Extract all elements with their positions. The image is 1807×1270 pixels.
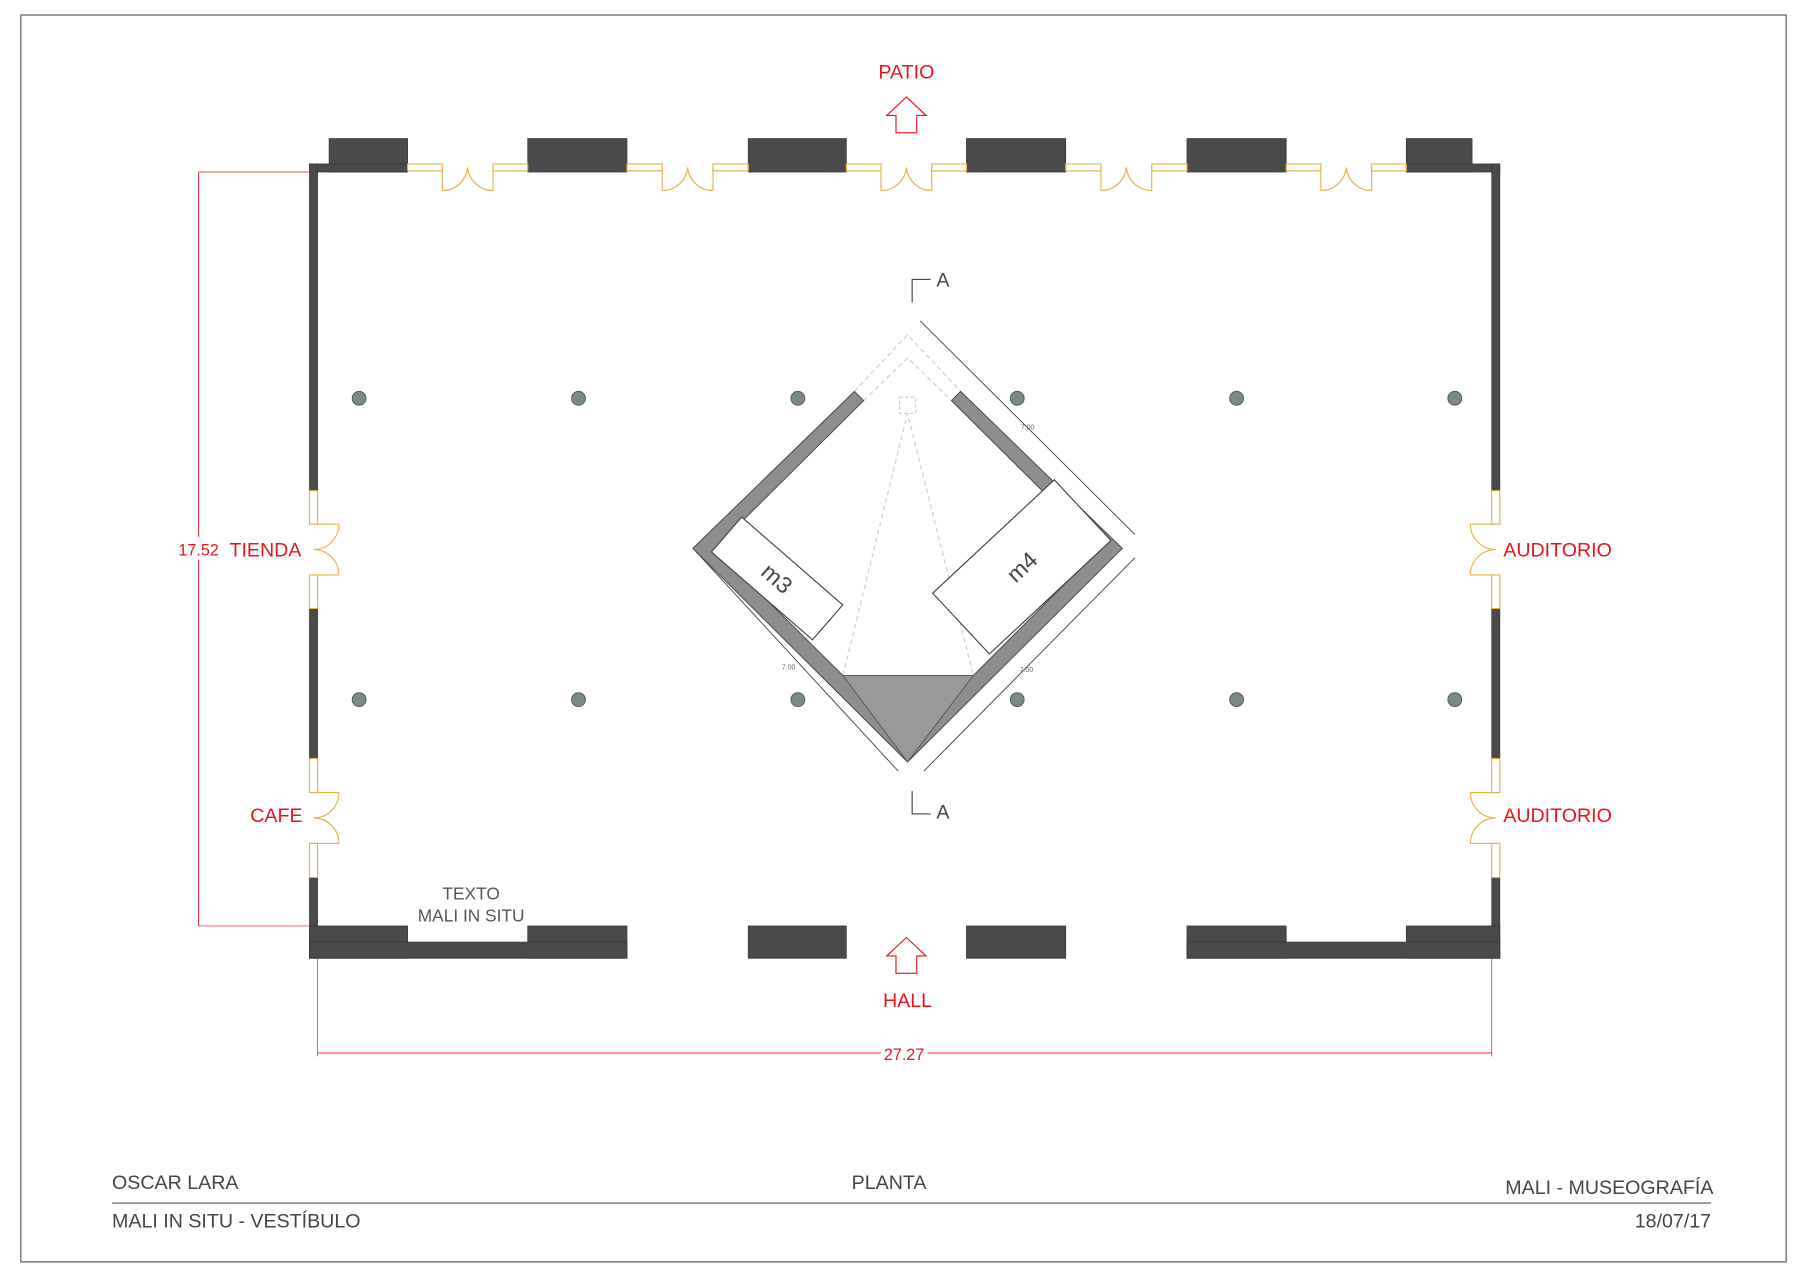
section-label: A	[936, 269, 950, 291]
wall-corner	[1405, 163, 1501, 173]
central-pavilion: m3 m4 7.00 7.00 7.00 A A	[692, 269, 1136, 824]
label-auditorio: AUDITORIO	[1503, 805, 1612, 827]
building-walls	[309, 138, 1501, 959]
sheet-frame	[20, 14, 1787, 1263]
door-icon	[1469, 757, 1501, 879]
module-m3: m3	[710, 516, 844, 641]
wall-block	[309, 941, 628, 959]
column-icon	[1229, 692, 1244, 708]
label-texto: TEXTO	[442, 883, 499, 903]
wall-block	[966, 925, 1067, 959]
column-icon	[571, 390, 586, 406]
label-tienda: TIENDA	[229, 539, 302, 561]
column-icon	[1447, 692, 1463, 708]
column-icon	[351, 692, 367, 708]
door-icon	[626, 163, 749, 192]
door-icon	[1469, 490, 1501, 610]
door-icon	[1065, 163, 1188, 192]
arrow-up-icon	[885, 936, 928, 974]
width-dimension: 27.27	[884, 1046, 924, 1064]
wall-block	[747, 138, 847, 173]
column-icon	[1009, 390, 1025, 406]
subtitle: MALI IN SITU - VESTÍBULO	[112, 1209, 360, 1232]
dimension-side: 7.00	[1021, 424, 1035, 431]
projector-marker	[898, 396, 917, 414]
column-icon	[1447, 390, 1463, 406]
label-patio: PATIO	[878, 62, 934, 84]
wall-block	[527, 138, 628, 173]
view-name: PLANTA	[852, 1172, 928, 1194]
arrow-up-icon	[885, 96, 928, 134]
right-wall	[1491, 163, 1501, 492]
section-mark-icon	[911, 790, 931, 815]
door-icon	[1285, 163, 1407, 192]
doors	[308, 163, 1501, 879]
column-icon	[790, 390, 806, 406]
column-icon	[1009, 692, 1025, 708]
label-texto: MALI IN SITU	[418, 905, 525, 925]
door-icon	[407, 163, 529, 192]
left-wall	[309, 163, 318, 492]
door-icon	[308, 757, 340, 879]
module-m4: m4	[931, 478, 1112, 655]
label-hall: HALL	[883, 990, 932, 1012]
projection-cone	[842, 413, 974, 676]
column-icon	[1229, 390, 1244, 406]
dimension-side: 7.00	[1020, 667, 1034, 674]
door-icon	[845, 163, 967, 192]
right-wall	[1491, 608, 1501, 759]
column-icon	[790, 692, 806, 708]
column-icon	[571, 692, 586, 708]
section-label: A	[936, 802, 950, 824]
wall-block	[966, 138, 1067, 173]
column-icon	[351, 390, 367, 406]
wall-block	[1186, 941, 1501, 959]
author: OSCAR LARA	[112, 1172, 239, 1194]
pavilion-screen	[842, 675, 975, 763]
door-icon	[308, 490, 340, 610]
wall-corner	[309, 163, 408, 173]
wall-block	[1186, 138, 1287, 173]
columns	[351, 390, 1463, 708]
height-dimension: 17.52	[178, 541, 218, 559]
section-mark-icon	[911, 278, 931, 303]
dimension-side: 7.00	[782, 665, 796, 672]
wall-block	[747, 925, 847, 959]
project-name: MALI - MUSEOGRAFÍA	[1505, 1176, 1714, 1199]
left-wall	[309, 608, 318, 759]
label-auditorio: AUDITORIO	[1503, 539, 1612, 561]
label-cafe: CAFE	[250, 805, 302, 827]
date: 18/07/17	[1635, 1210, 1711, 1232]
